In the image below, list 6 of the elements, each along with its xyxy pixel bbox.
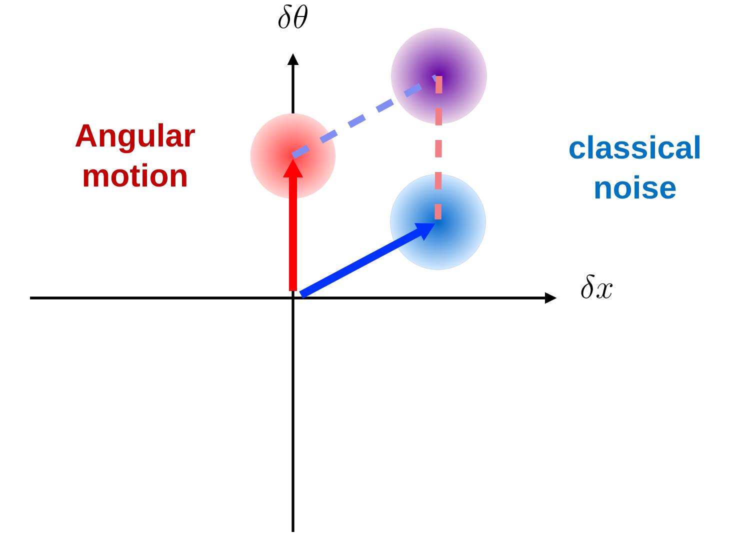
dashed-line [434, 76, 442, 220]
side-label: Angular motion [75, 123, 195, 187]
axis-label: $\delta\theta$ [278, 4, 308, 28]
dashed-line [291, 74, 438, 159]
side-label: classical noise [570, 135, 700, 199]
axis-label: $\delta x$ [581, 274, 613, 298]
